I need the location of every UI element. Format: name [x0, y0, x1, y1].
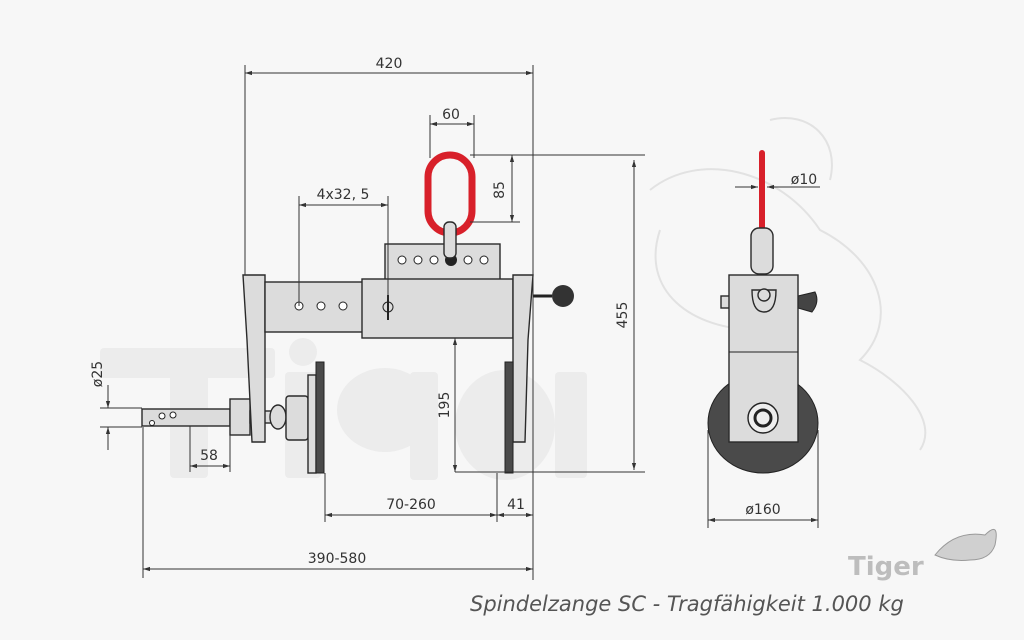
tiger-logo-icon [934, 528, 997, 561]
left-pad [315, 361, 325, 474]
dim-hole-spacing: 4x32, 5 [317, 187, 370, 203]
dim-spindle-diameter: ø25 [90, 361, 106, 387]
dim-jaw-thickness: 41 [507, 497, 525, 513]
inner-beam [264, 281, 366, 333]
dim-overall-width: 420 [376, 56, 403, 72]
side-view [707, 150, 819, 474]
dimension-labels: 420 60 85 4x32, 5 455 195 ø25 58 70-260 … [90, 56, 817, 567]
brand-logo: Tiger [848, 552, 924, 582]
dimension-lines [100, 65, 820, 580]
right-pad [504, 361, 514, 474]
spindle-collar [285, 395, 309, 441]
product-caption: Spindelzange SC - Tragfähigkeit 1.000 kg [470, 592, 904, 616]
dim-ring-height: 85 [492, 181, 508, 199]
dim-jaw-depth: 195 [437, 392, 453, 419]
spindle-rod [141, 408, 231, 427]
side-shackle [750, 227, 774, 275]
dim-spindle-length: 58 [200, 448, 218, 464]
outer-sleeve [361, 278, 514, 339]
spindle-hub [229, 398, 251, 436]
left-jaw [242, 274, 266, 443]
handle-knob [552, 285, 574, 307]
dim-ring-width: 60 [442, 107, 460, 123]
front-view [141, 151, 574, 474]
dim-clamping-range: 70-260 [386, 497, 436, 513]
dim-total-length: 390-580 [308, 551, 367, 567]
shackle [443, 221, 457, 259]
dim-chain-diameter: ø10 [791, 172, 817, 188]
dim-wheel-diameter: ø160 [745, 502, 780, 518]
dim-overall-height: 455 [615, 302, 631, 329]
pad-flange [307, 374, 317, 474]
